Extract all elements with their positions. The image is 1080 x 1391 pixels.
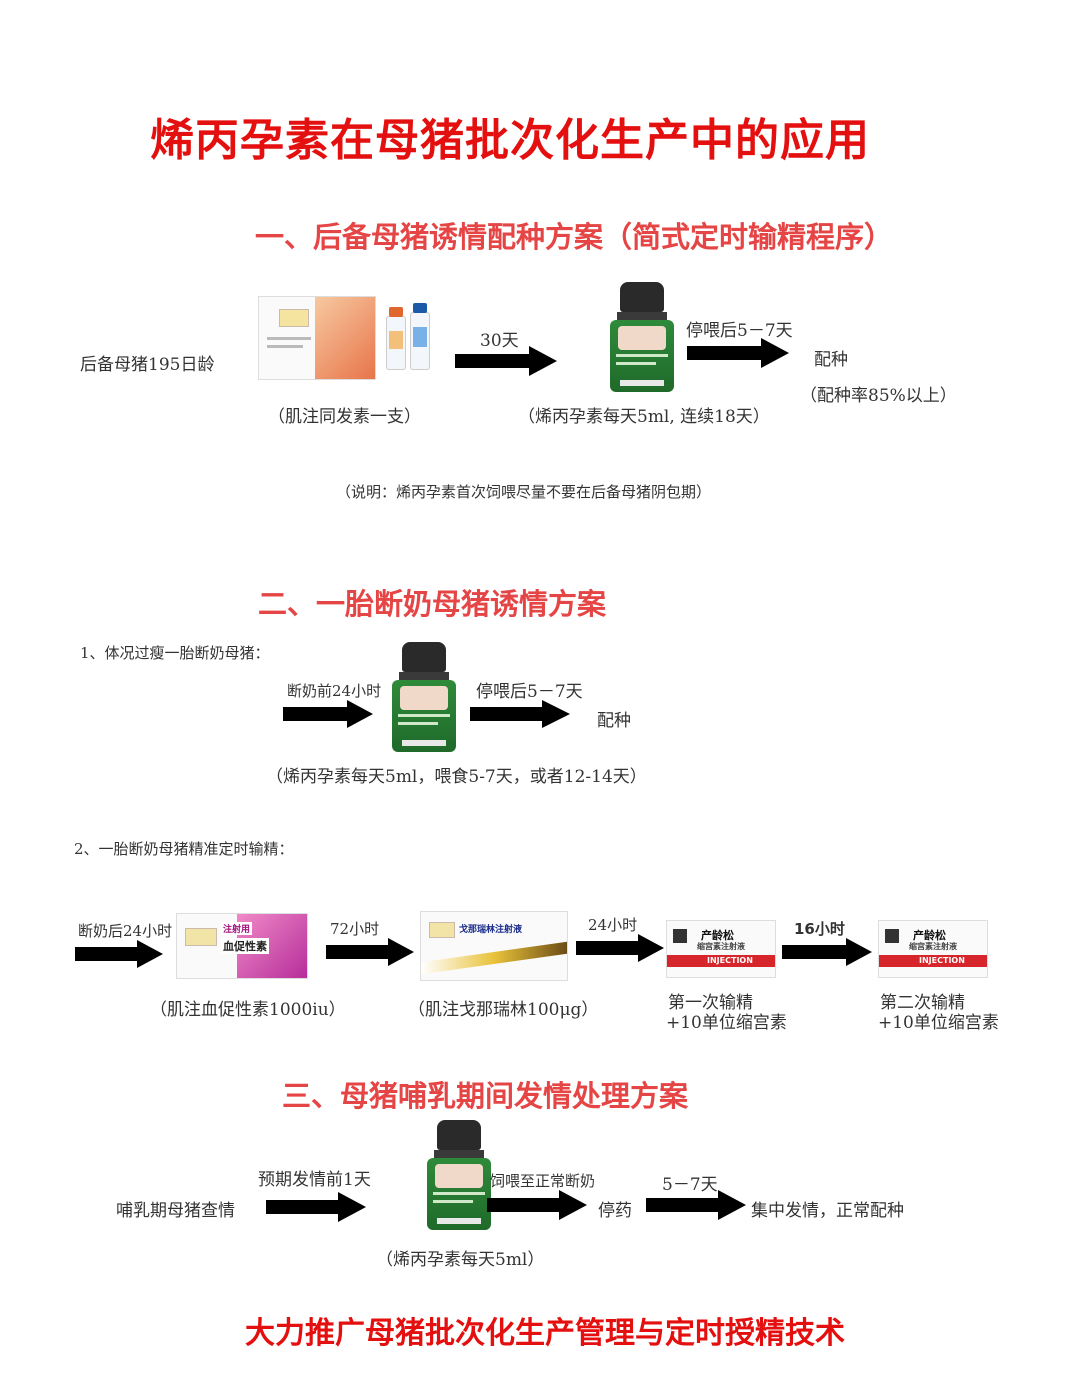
box-oxy-sub: 缩宫素注射液	[909, 942, 957, 951]
arrow-right-icon	[576, 934, 664, 962]
arrow-right-icon	[326, 938, 414, 966]
footer-slogan: 大力推广母猪批次化生产管理与定时授精技术	[245, 1316, 845, 1351]
vial-blue	[410, 303, 430, 370]
section2-sub2-title: 2、一胎断奶母猪精准定时输精：	[74, 840, 294, 858]
section2-sub2-arrow4-label: 16小时	[794, 920, 845, 938]
product-box-tongfasu	[258, 296, 376, 380]
section1-heading: 一、后备母猪诱情配种方案（简式定时输精程序）	[255, 220, 894, 254]
arrow-right-icon	[687, 338, 789, 368]
box-oxy-name: 产龄松	[913, 929, 946, 942]
box-blood-tag: 注射用	[221, 922, 253, 935]
box-oxy-name: 产龄松	[701, 929, 734, 942]
section1-end-note: （配种率85%以上）	[800, 386, 957, 406]
section2-sub2-step3-line1: 第一次输精	[668, 993, 753, 1013]
arrow-right-icon	[266, 1192, 366, 1222]
section3-mid: 停药	[598, 1201, 632, 1221]
section1-arrow1-label: 30天	[480, 331, 519, 351]
arrow-right-icon	[782, 938, 872, 966]
section2-sub2-arrow1-label: 断奶后24小时	[78, 922, 173, 940]
section3-start: 哺乳期母猪查情	[116, 1201, 235, 1221]
box-oxy-band: INJECTION	[919, 956, 965, 965]
arrow-right-icon	[283, 700, 373, 728]
bottle-altrenogest	[392, 642, 456, 752]
section2-sub2-step4-line2: +10单位缩宫素	[878, 1013, 999, 1033]
section1-step2-caption: （烯丙孕素每天5ml, 连续18天）	[518, 407, 770, 427]
box-blood-name: 血促性素	[221, 938, 269, 954]
section3-caption: （烯丙孕素每天5ml）	[376, 1250, 545, 1270]
arrow-right-icon	[455, 346, 557, 376]
arrow-right-icon	[487, 1190, 587, 1220]
section2-sub2-step1-caption: （肌注血促性素1000iu）	[150, 1000, 346, 1020]
section1-end: 配种	[814, 350, 848, 370]
section3-arrow2-label: 饲喂至正常断奶	[490, 1172, 596, 1190]
arrow-right-icon	[75, 940, 163, 968]
box-oxy-sub: 缩宫素注射液	[697, 942, 745, 951]
section2-heading: 二、一胎断奶母猪诱情方案	[258, 587, 607, 621]
section1-start: 后备母猪195日龄	[80, 355, 215, 375]
section2-sub1-arrow2-label: 停喂后5－7天	[476, 682, 583, 702]
bottle-altrenogest	[610, 282, 674, 392]
page-title: 烯丙孕素在母猪批次化生产中的应用	[150, 115, 870, 166]
section3-end: 集中发情，正常配种	[751, 1201, 904, 1221]
product-box-gonadorelin: 戈那瑞林注射液	[420, 911, 568, 981]
section2-sub2-step4-line1: 第二次输精	[880, 993, 965, 1013]
section1-step1-caption: （肌注同发素一支）	[268, 407, 421, 427]
vial-orange	[386, 307, 406, 370]
section3-heading: 三、母猪哺乳期间发情处理方案	[282, 1079, 689, 1113]
section2-sub1-title: 1、体况过瘦一胎断奶母猪：	[80, 644, 270, 662]
section2-sub2-step3-line2: +10单位缩宫素	[666, 1013, 787, 1033]
section2-sub2-arrow2-label: 72小时	[330, 920, 380, 938]
section3-arrow3-label: 5－7天	[662, 1175, 718, 1195]
section1-arrow2-label: 停喂后5－7天	[686, 321, 793, 341]
section1-note: （说明：烯丙孕素首次饲喂尽量不要在后备母猪阴包期）	[336, 483, 712, 501]
bottle-altrenogest	[427, 1120, 491, 1230]
section2-sub1-arrow1-label: 断奶前24小时	[287, 682, 382, 700]
section3-arrow1-label: 预期发情前1天	[258, 1170, 371, 1190]
product-box-oxytocin: 产龄松 缩宫素注射液 INJECTION	[666, 920, 776, 978]
box-gona-name: 戈那瑞林注射液	[459, 925, 523, 935]
product-box-oxytocin: 产龄松 缩宫素注射液 INJECTION	[878, 920, 988, 978]
section2-sub1-caption: （烯丙孕素每天5ml，喂食5-7天，或者12-14天）	[266, 767, 647, 787]
box-oxy-band: INJECTION	[707, 956, 753, 965]
arrow-right-icon	[646, 1190, 746, 1220]
section2-sub1-end: 配种	[597, 711, 631, 731]
arrow-right-icon	[470, 700, 570, 728]
section2-sub2-arrow3-label: 24小时	[588, 916, 638, 934]
section2-sub2-step2-caption: （肌注戈那瑞林100μg）	[408, 1000, 599, 1020]
product-box-pmsg: 注射用 血促性素	[176, 913, 308, 979]
